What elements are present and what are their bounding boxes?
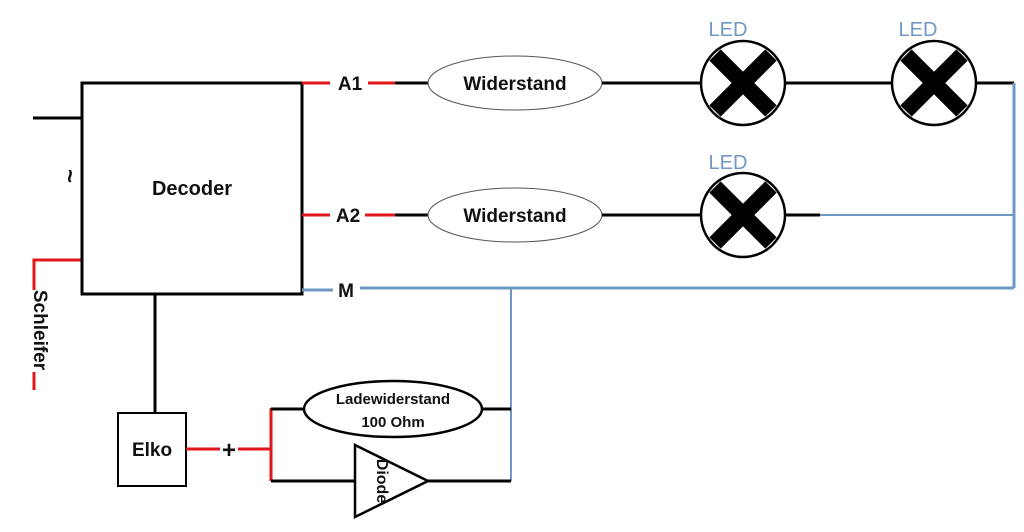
a1-label: A1 bbox=[338, 74, 363, 95]
decoder-box bbox=[80, 81, 304, 296]
ac-symbol: ~ bbox=[56, 169, 83, 183]
led-2-cross-b bbox=[900, 49, 968, 117]
decoder-label: Decoder bbox=[152, 178, 232, 200]
led-1 bbox=[699, 39, 787, 127]
led-2-label: LED bbox=[899, 19, 938, 41]
plus-symbol: + bbox=[222, 437, 236, 464]
diode-symbol bbox=[353, 442, 431, 520]
a2-label: A2 bbox=[336, 206, 360, 227]
led-3 bbox=[699, 171, 787, 259]
led-2 bbox=[890, 39, 978, 127]
elko-box bbox=[117, 412, 187, 487]
led-1-cross-b bbox=[709, 49, 777, 117]
led-3-cross-b bbox=[709, 181, 777, 249]
resistor-a2-label: Widerstand bbox=[463, 206, 566, 227]
schleifer-wire-top bbox=[32, 258, 82, 290]
charge-resistor-line2: 100 Ohm bbox=[361, 414, 424, 431]
m-label: M bbox=[338, 281, 354, 302]
diode-label: Diode bbox=[373, 459, 390, 504]
resistor-a1-label: Widerstand bbox=[463, 74, 566, 95]
led-1-label: LED bbox=[709, 19, 748, 41]
schleifer-label: Schleifer bbox=[29, 290, 50, 371]
elko-label: Elko bbox=[132, 440, 172, 461]
led-3-label: LED bbox=[709, 152, 748, 174]
charge-resistor-line1: Ladewiderstand bbox=[336, 391, 450, 408]
